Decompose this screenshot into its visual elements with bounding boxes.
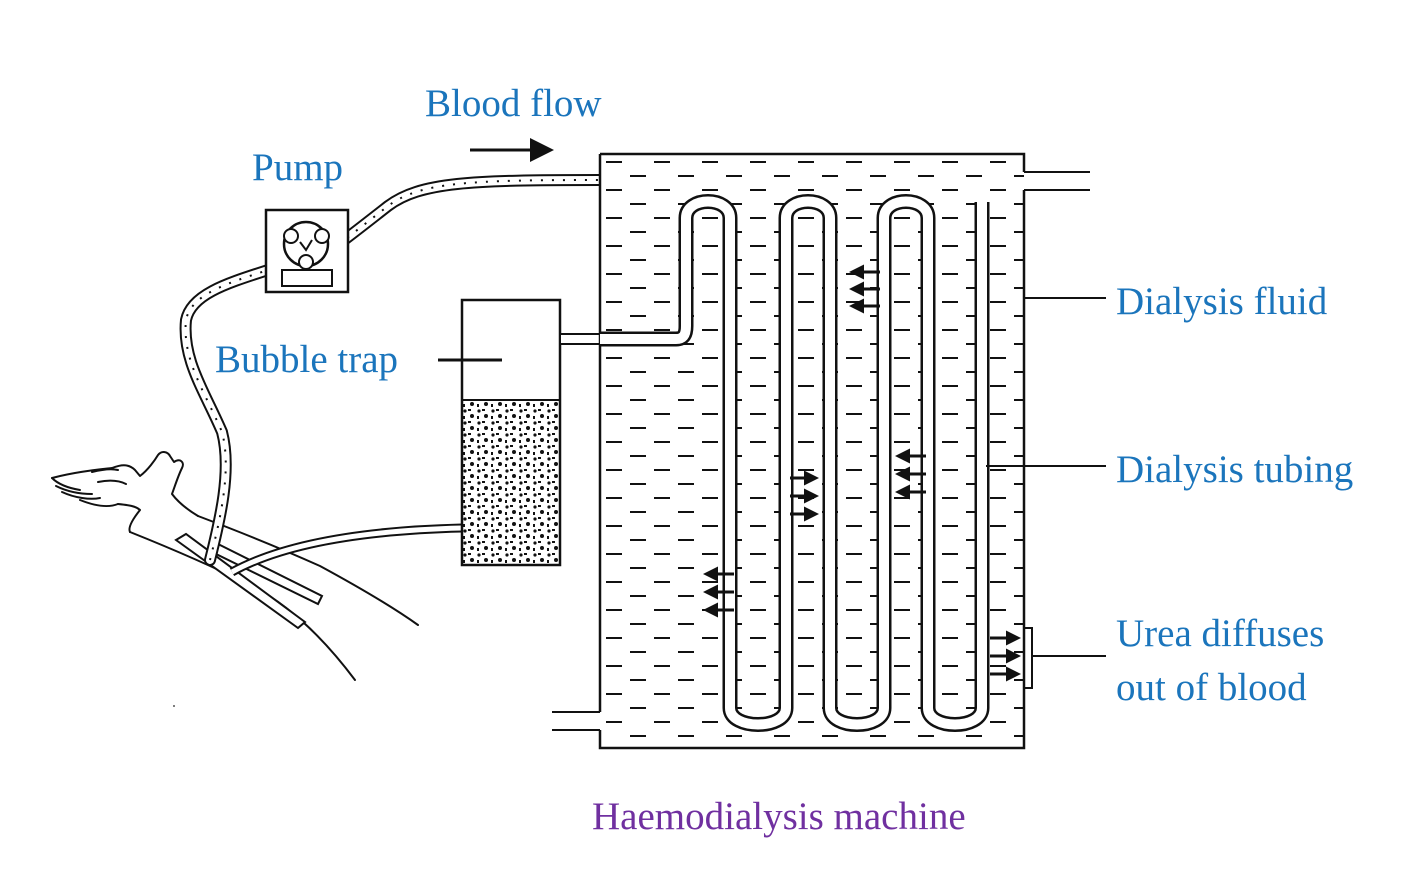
tube-arm-to-pump [179, 258, 292, 566]
speck [173, 705, 175, 707]
diffusion-arrows [703, 264, 1021, 682]
out-of-blood-label: out of blood [1116, 666, 1307, 709]
dialysis-tubing-label: Dialysis tubing [1116, 448, 1354, 491]
urea-diffuses-label: Urea diffuses [1116, 612, 1325, 655]
caption: Haemodialysis machine [592, 795, 966, 838]
bubble-trap-label: Bubble trap [215, 338, 399, 381]
bubble-trap [460, 298, 601, 567]
dialyser-tank [552, 152, 1090, 750]
pump-label: Pump [252, 146, 344, 189]
blood-flow-label: Blood flow [425, 82, 602, 125]
pump [264, 208, 350, 294]
tube-arm-to-bubble-trap [229, 523, 463, 576]
dialysis-fluid-label: Dialysis fluid [1116, 280, 1328, 323]
leader-lines [438, 297, 1106, 689]
